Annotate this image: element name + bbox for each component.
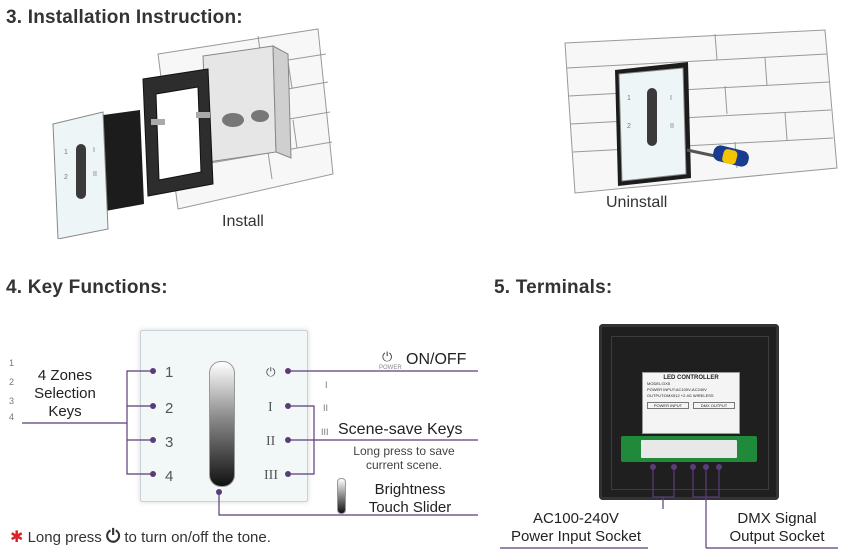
- sticker-line-3: OUTPUT:DMX512 +2.4G WIRELESS: [647, 393, 714, 398]
- svg-text:I: I: [93, 147, 95, 154]
- scene-label: Scene-save Keys: [338, 421, 463, 438]
- keypad-panel: 1 2 3 4 ⏻ I II III: [140, 330, 308, 502]
- dmx-label-line2: Output Socket: [729, 528, 825, 545]
- brightness-slider[interactable]: [209, 361, 235, 487]
- sticker-line-2: POWER INPUT:AC100V-AC240V: [647, 387, 707, 392]
- section-5-title: 5. Terminals:: [494, 277, 613, 298]
- dmx-output-tag: DMX OUTPUT: [693, 402, 735, 409]
- footnote: ✱ Long press ⏻ to turn on/off the tone.: [10, 526, 271, 547]
- dmx-label-line1: DMX Signal: [737, 510, 817, 527]
- power-key[interactable]: ⏻: [266, 365, 276, 379]
- zones-label-line1: 4 Zones: [37, 367, 93, 384]
- slider-label: Brightness Touch Slider: [360, 481, 460, 517]
- zones-label-line3: Keys: [48, 403, 82, 420]
- scene-note-line1: Long press to save: [353, 444, 455, 458]
- scene-note: Long press to save current scene.: [338, 444, 470, 472]
- terminal-box: LED CONTROLLER MODEL:DX5 POWER INPUT:AC1…: [599, 324, 779, 500]
- slider-label-line1: Brightness: [374, 481, 446, 498]
- power-input-tag: POWER INPUT: [647, 402, 689, 409]
- zones-label: 4 Zones Selection Keys: [24, 367, 106, 421]
- scene-note-line2: current scene.: [365, 458, 443, 472]
- terminal-screws: [641, 440, 737, 458]
- inner-frame: [611, 336, 769, 490]
- section-3-title: 3. Installation Instruction:: [6, 7, 243, 28]
- uninstall-caption: Uninstall: [606, 194, 668, 211]
- svg-text:I: I: [670, 95, 672, 102]
- section-4-title: 4. Key Functions:: [6, 277, 168, 298]
- zone-key-2[interactable]: 2: [165, 400, 174, 417]
- ac-label-line2: Power Input Socket: [510, 528, 642, 545]
- ac-label-line1: AC100-240V: [533, 510, 619, 527]
- uninstall-illustration: 1 2 I II: [564, 29, 838, 194]
- svg-text:II: II: [670, 123, 674, 130]
- svg-text:2: 2: [64, 174, 68, 181]
- svg-text:I: I: [325, 380, 328, 390]
- power-icon-footnote: ⏻: [105, 526, 121, 546]
- slider-icon: [337, 478, 346, 514]
- svg-text:2: 2: [627, 123, 631, 130]
- zone-key-1[interactable]: 1: [165, 364, 174, 381]
- zone-key-3[interactable]: 3: [165, 434, 174, 451]
- install-illustration: 1 2 I II: [52, 28, 334, 239]
- sticker-title: LED CONTROLLER: [663, 375, 719, 381]
- terminal-block: [621, 436, 757, 462]
- svg-text:II: II: [323, 403, 328, 413]
- onoff-label: ON/OFF: [406, 351, 467, 368]
- power-icon: ⏻: [382, 349, 393, 364]
- scene-key-1[interactable]: I: [268, 400, 273, 415]
- product-sticker: LED CONTROLLER MODEL:DX5 POWER INPUT:AC1…: [642, 372, 740, 434]
- svg-text:II: II: [93, 171, 97, 178]
- slider-label-line2: Touch Slider: [368, 499, 452, 516]
- svg-text:3: 3: [9, 396, 14, 406]
- svg-text:1: 1: [64, 149, 68, 156]
- zones-label-line2: Selection: [34, 385, 96, 402]
- scene-key-2[interactable]: II: [266, 434, 276, 449]
- svg-text:1: 1: [627, 95, 631, 102]
- svg-text:4: 4: [9, 412, 14, 422]
- zone-key-4[interactable]: 4: [165, 468, 174, 485]
- ac-power-label: AC100-240V Power Input Socket: [496, 510, 656, 546]
- footnote-after: to turn on/off the tone.: [124, 529, 271, 546]
- star-icon: ✱: [10, 529, 24, 546]
- scene-key-3[interactable]: III: [264, 468, 278, 483]
- power-small-label: POWER: [379, 365, 402, 371]
- svg-text:III: III: [321, 427, 329, 437]
- dmx-output-label: DMX Signal Output Socket: [712, 510, 842, 546]
- sticker-tags: POWER INPUT DMX OUTPUT: [647, 402, 735, 409]
- terminal-lines: [500, 464, 838, 549]
- install-caption: Install: [222, 213, 264, 230]
- svg-text:1: 1: [9, 358, 14, 368]
- sticker-line-1: MODEL:DX5: [647, 381, 671, 386]
- svg-text:2: 2: [9, 377, 14, 387]
- footnote-before: Long press: [27, 529, 102, 546]
